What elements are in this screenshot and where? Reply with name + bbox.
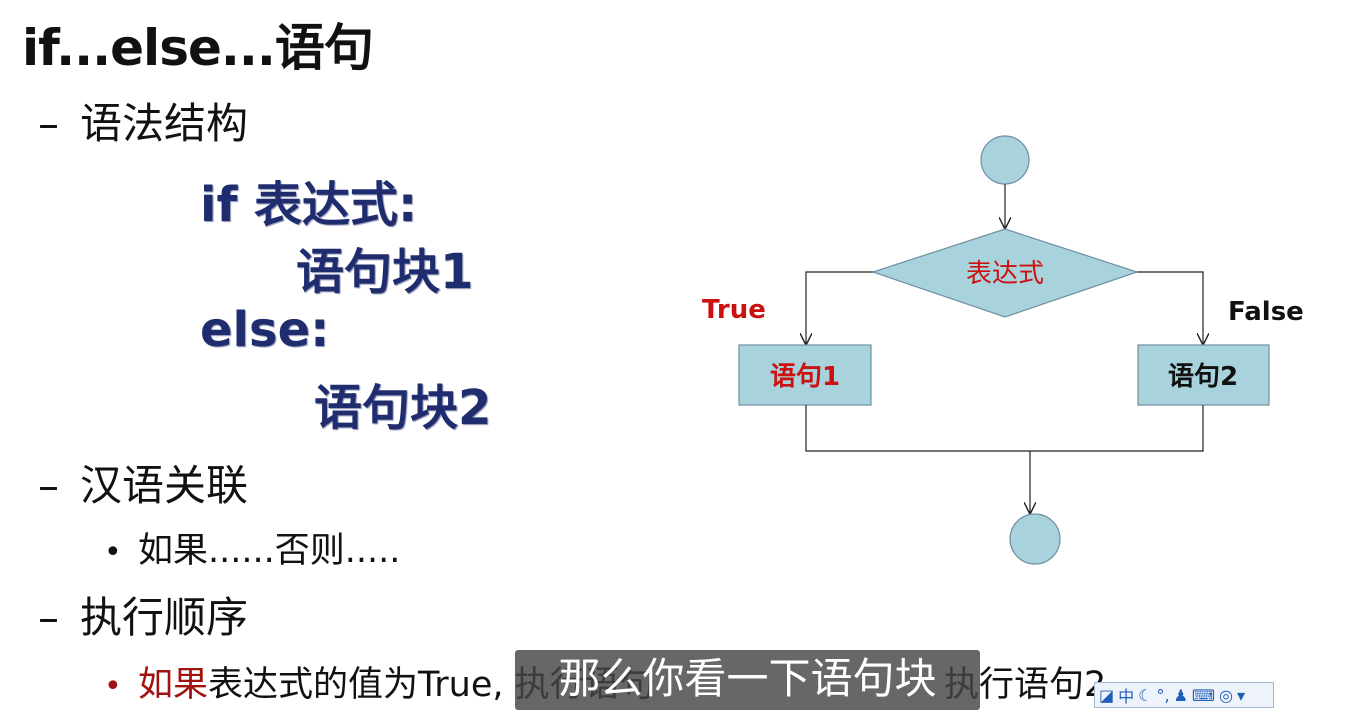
section-syntax: –语法结构 (38, 90, 248, 151)
flowchart: 表达式 True False 语句1 语句2 (702, 135, 1304, 565)
bullet-text: 如果......否则..... (138, 531, 401, 571)
false-label: False (1228, 297, 1304, 327)
end-node (1009, 513, 1061, 565)
bullet-ifelse: • 如果......否则..... (104, 522, 400, 573)
merge-line (805, 405, 1204, 452)
skin-icon[interactable]: ◎ (1219, 685, 1233, 705)
section-dash: – (38, 461, 59, 510)
statement2-label: 语句2 (1168, 362, 1238, 392)
video-subtitle: 那么你看一下语句块 (515, 650, 980, 710)
code-block2: 语句块2 (314, 380, 492, 436)
punctuation-icon[interactable]: °, (1156, 685, 1170, 705)
section-label: 执行顺序 (80, 593, 249, 642)
statement1-label: 语句1 (770, 362, 840, 392)
section-dash: – (38, 593, 59, 642)
code-if-line: if 表达式: (200, 177, 418, 233)
moon-icon[interactable]: ☾ (1138, 685, 1153, 705)
code-else-line: else: (200, 302, 330, 358)
section-order: –执行顺序 (38, 584, 248, 645)
user-icon[interactable]: ♟ (1173, 685, 1188, 705)
arrow-true-branch (806, 271, 873, 344)
keyboard-icon[interactable]: ⌨ (1191, 685, 1216, 705)
decision-label: 表达式 (966, 259, 1044, 289)
bullet-red-text: 如果 (138, 665, 209, 705)
dropdown-icon[interactable]: ▾ (1236, 685, 1246, 705)
section-label: 汉语关联 (80, 461, 249, 510)
bullet-dot: • (104, 535, 122, 570)
statement2-box (1137, 344, 1270, 406)
section-chinese: –汉语关联 (38, 452, 248, 513)
bullet-dot: • (104, 669, 122, 704)
ime-chinese-mode-icon[interactable]: 中 (1118, 687, 1135, 706)
arrow-false-branch (1137, 271, 1203, 344)
start-node (980, 135, 1030, 185)
slide-title: if...else...语句 (22, 19, 374, 77)
code-block1: 语句块1 (296, 244, 474, 300)
section-dash: – (38, 99, 59, 148)
statement1-box (738, 344, 872, 406)
true-label: True (702, 295, 766, 325)
ime-logo-icon[interactable]: ◪ (1099, 685, 1115, 705)
section-label: 语法结构 (80, 99, 249, 148)
decision-node (871, 228, 1139, 318)
ime-toolbar[interactable]: ◪ 中 ☾ °, ♟ ⌨ ◎ ▾ (1094, 682, 1274, 708)
